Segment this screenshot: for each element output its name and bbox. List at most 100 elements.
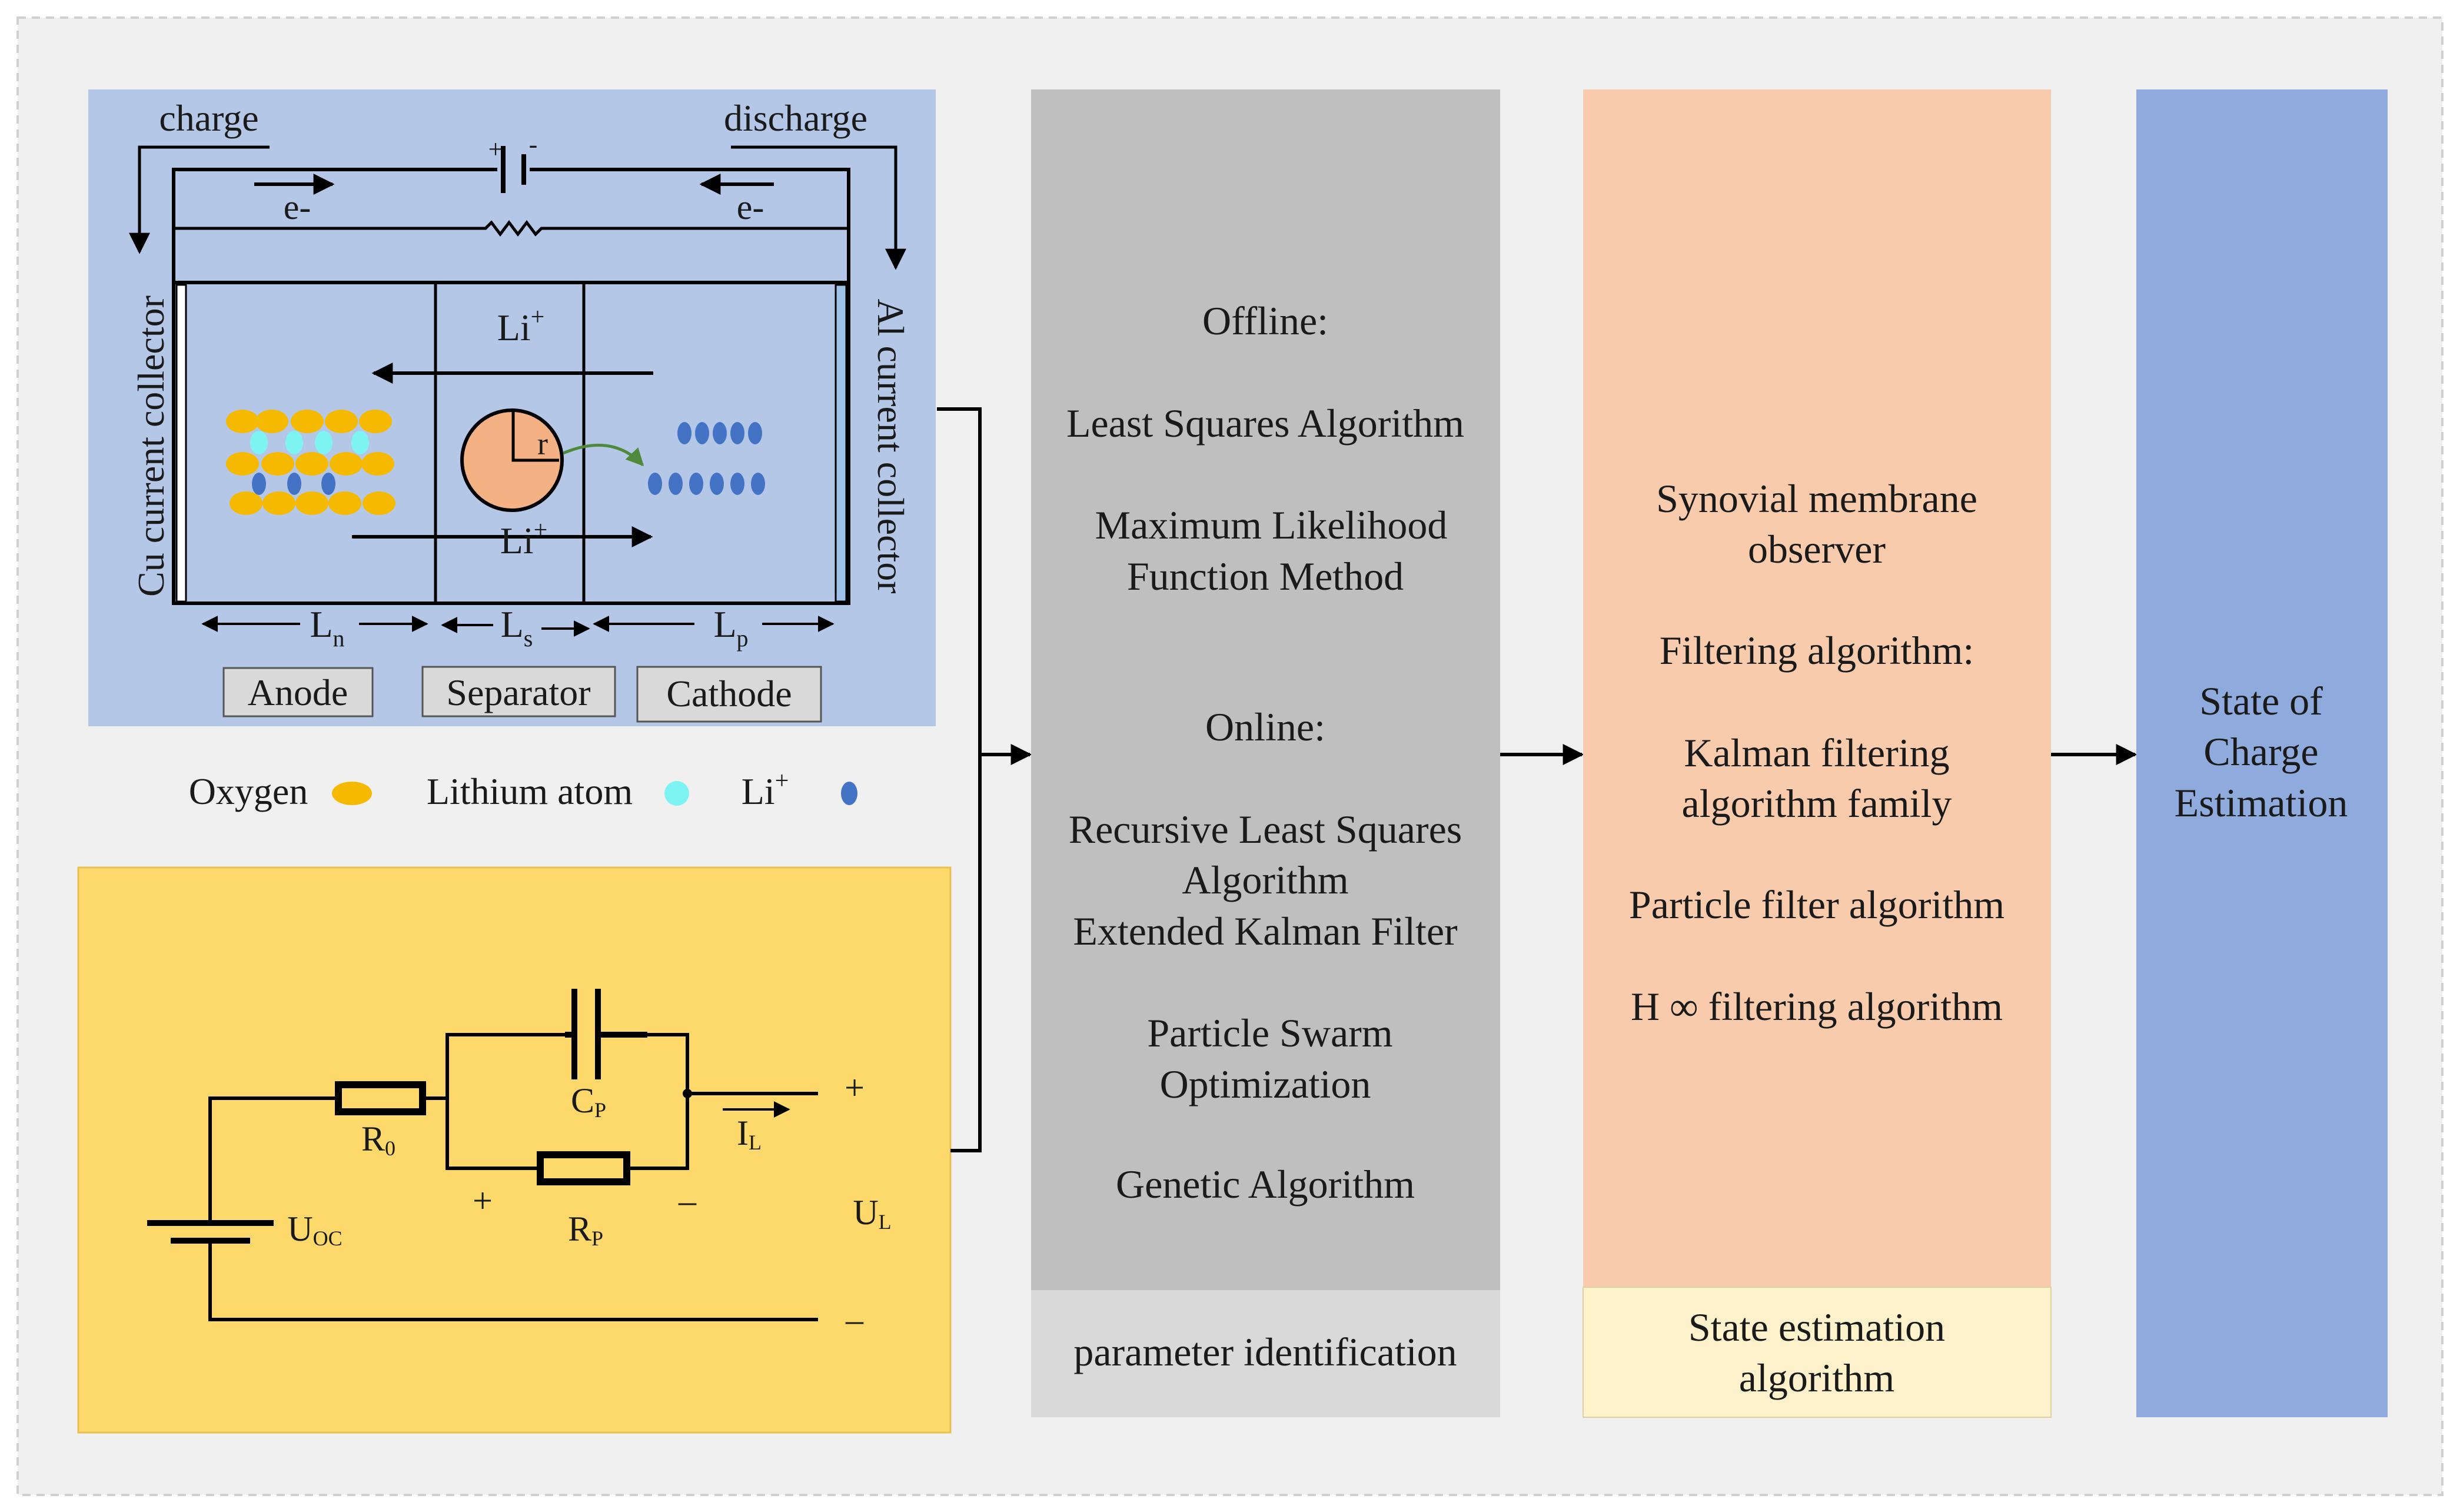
cathode-label: Cathode [666,673,792,715]
oxygen-atom [361,452,394,476]
al-collector-strip [835,284,847,603]
rp-minus-label: – [678,1181,697,1220]
electron-label-left: e- [284,188,311,227]
param-ga: Genetic Algorithm [1116,1162,1415,1207]
lp-dimension: Lp [593,603,835,652]
li-ion [713,422,727,444]
legend: Oxygen Lithium atom Li+ [189,767,857,812]
source-symbol: + - [488,130,538,193]
anode-box [222,667,374,717]
oxygen-atom [261,452,294,476]
state-kalman-line2: algorithm family [1682,781,1952,826]
il-label: IL [737,1114,762,1154]
external-wire-top [172,168,850,284]
svg-text:+: + [488,135,503,164]
legend-lithium-atom-swatch [664,781,689,806]
oxygen-atom [363,491,395,515]
state-smo-line1: Synovial membrane [1656,476,1977,521]
ln-dimension: Ln [201,603,428,652]
lithium-atom [315,431,333,454]
ln-label: Ln [310,603,344,652]
rp-resistor [537,1151,630,1185]
li-ion [252,473,266,495]
state-caption-line1: State estimation [1688,1305,1945,1350]
li-ion [669,473,683,495]
oxygen-atom [291,410,324,433]
li-ion [689,473,703,495]
circuit-panel-bg [77,866,952,1434]
r0-label: R0 [361,1119,395,1160]
r0-resistor [335,1081,426,1115]
legend-li-ion-swatch [841,782,857,805]
li-ion [677,422,692,444]
legend-oxygen-label: Oxygen [189,770,308,812]
separator-label: Separator [446,672,590,713]
particle-diffusion-arrow [563,443,644,467]
param-rls-line1: Recursive Least Squares [1069,807,1462,852]
ul-label: UL [853,1193,891,1234]
state-caption-bg [1583,1287,2052,1418]
state-panel-bg [1583,89,2051,1287]
oxygen-atom [230,491,262,515]
param-caption: parameter identification [1073,1330,1457,1374]
cell-body [172,281,850,605]
separator-box [421,666,616,717]
li-ion [730,473,744,495]
anode-label: Anode [248,672,348,713]
state-filtering: Filtering algorithm: [1660,628,1974,673]
ls-label: Ls [501,603,533,652]
particle-radius [511,412,559,462]
soc-estimation-panel: State of Charge Estimation [2136,89,2388,1417]
param-pso-line1: Particle Swarm [1147,1011,1392,1055]
legend-oxygen-swatch [332,782,372,805]
cell-panel: charge discharge + - e- e- Cu current co… [88,89,936,726]
oxygen-atom [359,410,392,433]
anode-lattice [226,410,395,515]
oxygen-atom [295,452,328,476]
rp-plus-label: + [473,1181,493,1220]
oxygen-atom [295,491,328,515]
svg-text:-: - [529,130,538,159]
cp-label: CP [571,1081,606,1122]
state-particle: Particle filter algorithm [1629,882,2004,927]
param-pso-line2: Optimization [1160,1062,1371,1106]
soc-line1: State of [2199,679,2323,723]
charge-arrow [129,145,270,254]
uoc-label: UOC [287,1209,342,1250]
legend-li-ion-label: Li+ [742,767,789,812]
li-ion [648,473,662,495]
charge-label: charge [159,97,258,139]
discharge-label: discharge [724,97,867,139]
cathode-box [636,666,822,723]
oxygen-atom [325,410,358,433]
param-offline: Offline: [1202,298,1328,343]
param-mle-line1: Maximum Likelihood [1095,503,1448,547]
rp-label: RP [568,1209,603,1250]
oxygen-atom [226,410,259,433]
oxygen-atom [262,491,295,515]
state-estimation-panel: Synovial membrane observer Filtering alg… [1583,89,2052,1418]
oxygen-atom [226,452,259,476]
param-least-squares: Least Squares Algorithm [1066,401,1464,446]
param-online: Online: [1205,705,1325,749]
oxygen-atom [255,410,288,433]
soc-panel-bg [2136,89,2388,1417]
lp-label: Lp [713,603,748,652]
state-kalman-line1: Kalman filtering [1684,730,1949,775]
cell-panel-bg [88,89,936,726]
ls-dimension: Ls [441,603,590,652]
li-ion [748,422,762,444]
soc-line2: Charge [2203,729,2318,774]
param-rls-line2: Algorithm [1182,858,1348,902]
li-ion [751,473,765,495]
li-ion-label-bottom: Li+ [500,517,548,561]
lithium-atom [285,431,303,454]
terminal-minus-label: – [845,1300,864,1339]
radius-label: r [537,426,548,461]
left-bracket-connector [937,407,982,1152]
param-mle-line2: Function Method [1127,554,1404,599]
cu-collector-label: Cu current collector [130,295,172,597]
li-ion [321,473,335,495]
terminal-plus-label: + [845,1068,865,1107]
